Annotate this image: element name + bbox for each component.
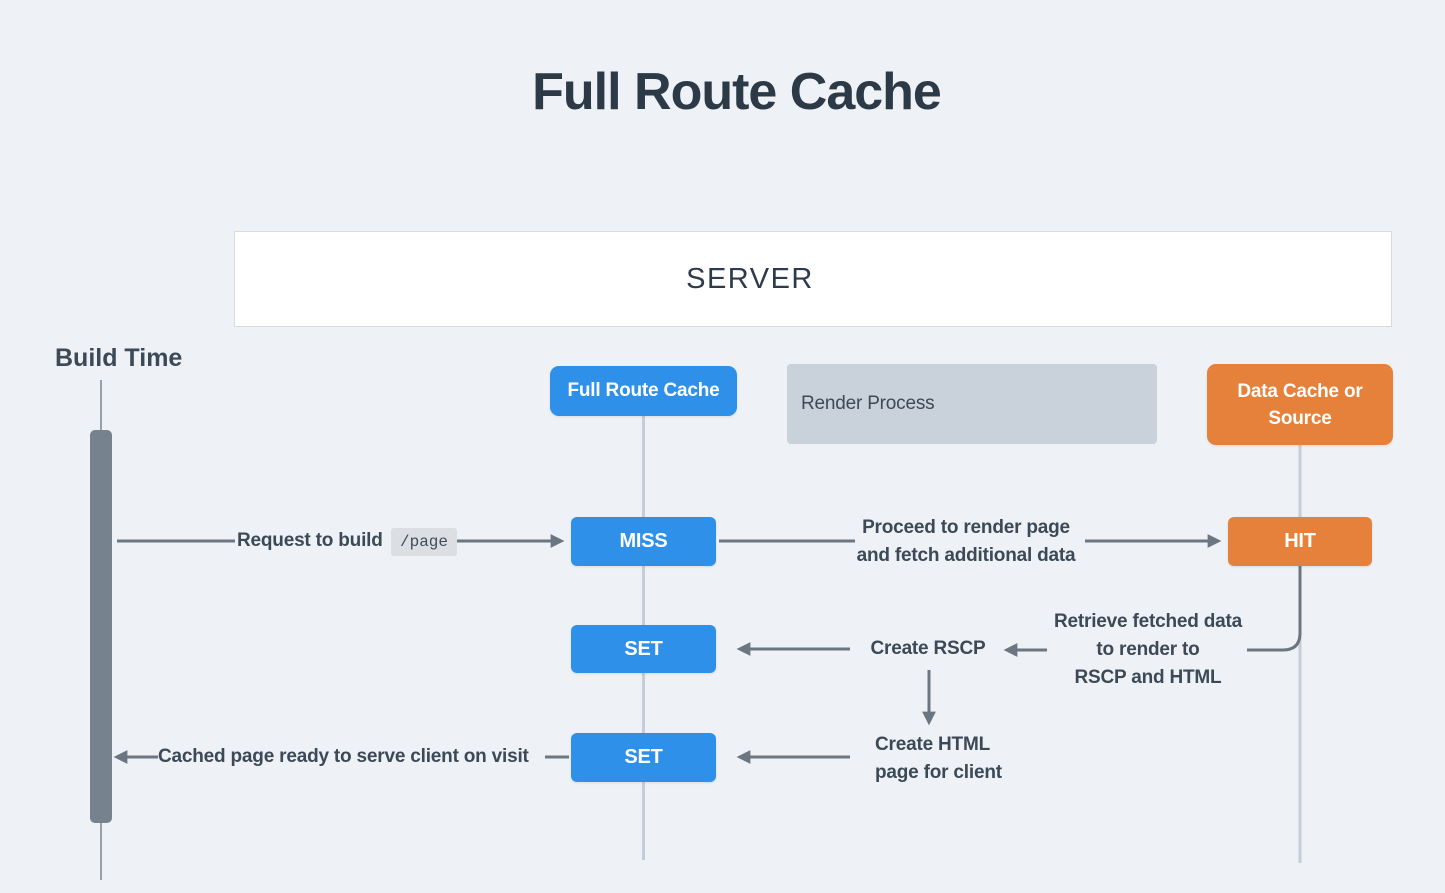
label-proceed-line1: Proceed to render page	[862, 517, 1070, 538]
node-set-1-label: SET	[624, 637, 663, 660]
build-time-label: Build Time	[55, 344, 183, 372]
node-set-1: SET	[571, 625, 716, 673]
code-chip-page: /page	[391, 528, 458, 556]
node-full-route-cache: Full Route Cache	[550, 366, 737, 416]
node-data-cache-label: Data Cache or Source	[1237, 380, 1363, 429]
node-hit: HIT	[1228, 517, 1372, 566]
build-time-activation-bar	[90, 430, 112, 823]
node-hit-label: HIT	[1284, 530, 1316, 552]
label-request-to-build: Request to build	[237, 530, 383, 551]
server-box: SERVER	[234, 231, 1392, 327]
label-retrieve-line2: to render to	[1096, 639, 1200, 660]
node-render-process: Render Process	[787, 364, 1157, 444]
label-retrieve-fetched-data: Retrieve fetched data to render to RSCP …	[1043, 608, 1253, 692]
label-create-rscp: Create RSCP	[870, 638, 986, 659]
label-cached-page-ready: Cached page ready to serve client on vis…	[158, 746, 529, 767]
label-retrieve-line3: RSCP and HTML	[1074, 667, 1222, 688]
node-full-route-cache-label: Full Route Cache	[567, 380, 720, 401]
node-set-2: SET	[571, 733, 716, 782]
node-set-2-label: SET	[624, 746, 663, 768]
label-proceed-line2: and fetch additional data	[856, 545, 1076, 566]
page-title: Full Route Cache	[532, 63, 942, 121]
node-render-process-label: Render Process	[801, 393, 935, 414]
label-create-html: Create HTML page for client	[875, 731, 1002, 787]
node-miss: MISS	[571, 517, 716, 566]
label-create-html-line1: Create HTML	[875, 734, 990, 755]
label-proceed-to-render: Proceed to render page and fetch additio…	[841, 514, 1091, 570]
label-create-html-line2: page for client	[875, 762, 1002, 783]
hit-return-curve	[1247, 566, 1302, 652]
node-data-cache-or-source: Data Cache or Source	[1207, 364, 1393, 445]
label-retrieve-line1: Retrieve fetched data	[1054, 611, 1242, 632]
node-miss-label: MISS	[619, 530, 668, 552]
server-label: SERVER	[686, 262, 814, 295]
